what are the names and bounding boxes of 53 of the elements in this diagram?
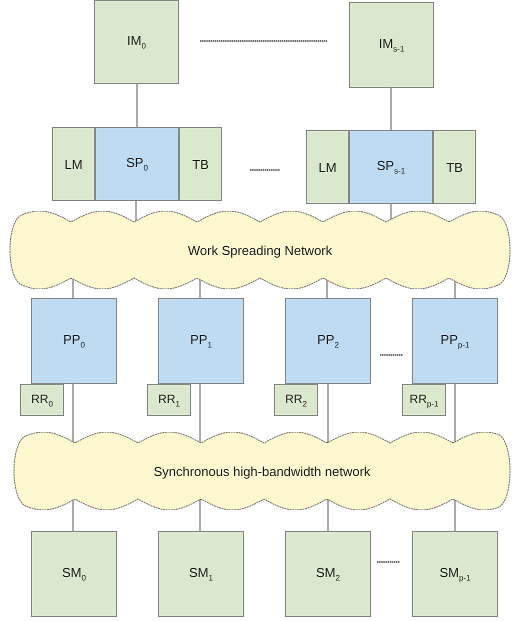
node-label: RR$_{0}$ [31,392,53,408]
processor-box [31,298,117,384]
node-label: IM$_{s-1}$ [378,36,404,54]
memory-box [349,2,434,88]
memory-box [94,0,179,84]
memory-box [158,531,244,617]
node-label: TB [192,156,209,172]
memory-box [306,130,349,204]
node-label: PP$_{2}$ [317,332,339,350]
connector-line [454,384,456,442]
buffer-box [433,130,476,204]
register-box [20,384,64,416]
node-label: SM$_{1}$ [189,565,213,583]
processor-box [349,130,433,204]
node-label: RR$_{p-1}$ [410,392,438,408]
node-label: PP$_{0}$ [63,332,85,350]
node-label: RR$_{1}$ [158,392,180,408]
memory-box [52,127,95,201]
network-cloud [12,432,512,510]
network-cloud [8,211,512,289]
connector-line [454,500,456,532]
processor-box [412,298,498,384]
node-label: IM$_{0}$ [127,33,146,51]
node-label: TB [446,160,463,174]
node-label: SP$_{0}$ [126,155,148,173]
node-label: PP$_{p-1}$ [440,332,470,350]
node-label: Synchronous high-bandwidth network [154,464,370,478]
connector-line [390,88,392,130]
memory-box [285,531,371,617]
connector-line [72,384,74,442]
processor-box [158,298,244,384]
buffer-box [179,127,222,201]
node-label: SM$_{0}$ [62,565,86,583]
processor-box [95,127,179,201]
register-box [147,384,191,416]
node-label: SM$_{2}$ [316,565,340,583]
memory-box [31,531,117,617]
node-label: PP$_{1}$ [190,332,212,350]
node-label: RR$_{2}$ [285,392,307,408]
connector-line [72,278,74,298]
node-label: LM [318,160,337,174]
connector-line [326,280,328,298]
node-label: SP$_{s-1}$ [376,158,406,176]
processor-box [285,298,371,384]
memory-box [412,531,498,617]
connector-line [136,84,138,128]
node-label: LM [64,156,83,172]
connector-line [454,280,456,298]
node-label: SM$_{p-1}$ [439,565,471,583]
node-label: Work Spreading Network [188,242,332,258]
register-box [274,384,318,416]
connector-line [390,204,392,220]
register-box [402,384,446,416]
